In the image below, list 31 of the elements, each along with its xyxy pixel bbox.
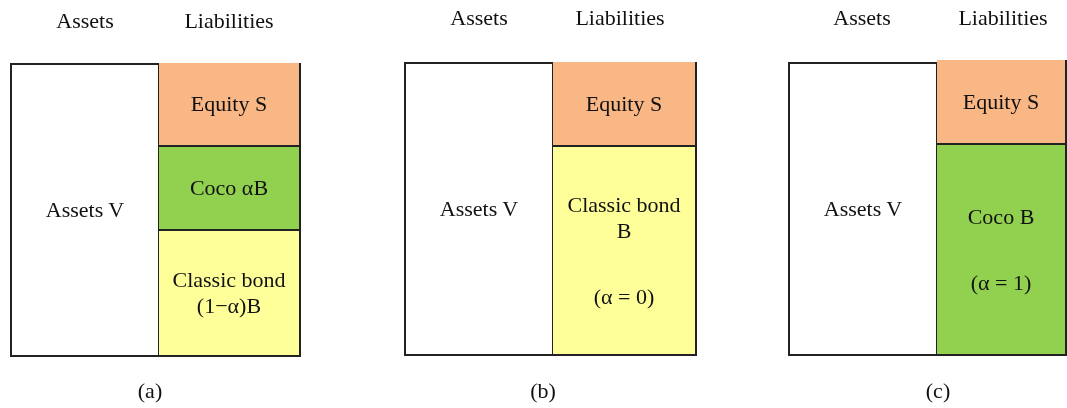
asset-box xyxy=(404,62,554,356)
panel-label: (b) xyxy=(530,378,556,404)
liability-block xyxy=(937,145,1067,356)
liability-block xyxy=(159,147,301,231)
panel-label: (c) xyxy=(925,378,951,404)
asset-box xyxy=(10,63,160,357)
column-heading: Assets xyxy=(833,5,891,31)
column-heading: Assets xyxy=(450,5,508,31)
block-label: Coco αB xyxy=(188,175,270,201)
asset-box xyxy=(788,62,938,356)
block-label: (α = 0) xyxy=(592,283,656,310)
column-heading: Liabilities xyxy=(575,5,665,31)
block-label: Coco B xyxy=(966,203,1036,230)
block-label: Equity S xyxy=(584,90,664,117)
block-label: Assets V xyxy=(438,196,520,222)
block-label: Classic bond B xyxy=(566,191,682,244)
column-heading: Liabilities xyxy=(184,8,274,34)
block-label: Equity S xyxy=(961,88,1041,115)
liability-block xyxy=(553,147,697,356)
block-label: (α = 1) xyxy=(969,269,1033,296)
block-label: Assets V xyxy=(822,196,904,222)
liability-block xyxy=(159,231,301,357)
column-heading: Liabilities xyxy=(958,5,1048,31)
liability-block xyxy=(159,63,301,147)
block-label: Classic bond (1−α)B xyxy=(171,267,287,319)
column-heading: Assets xyxy=(56,8,114,34)
liability-block xyxy=(937,60,1067,145)
block-label: Assets V xyxy=(44,197,126,223)
panel-label: (a) xyxy=(137,378,163,404)
liability-block xyxy=(553,62,697,147)
block-label: Equity S xyxy=(189,91,269,117)
